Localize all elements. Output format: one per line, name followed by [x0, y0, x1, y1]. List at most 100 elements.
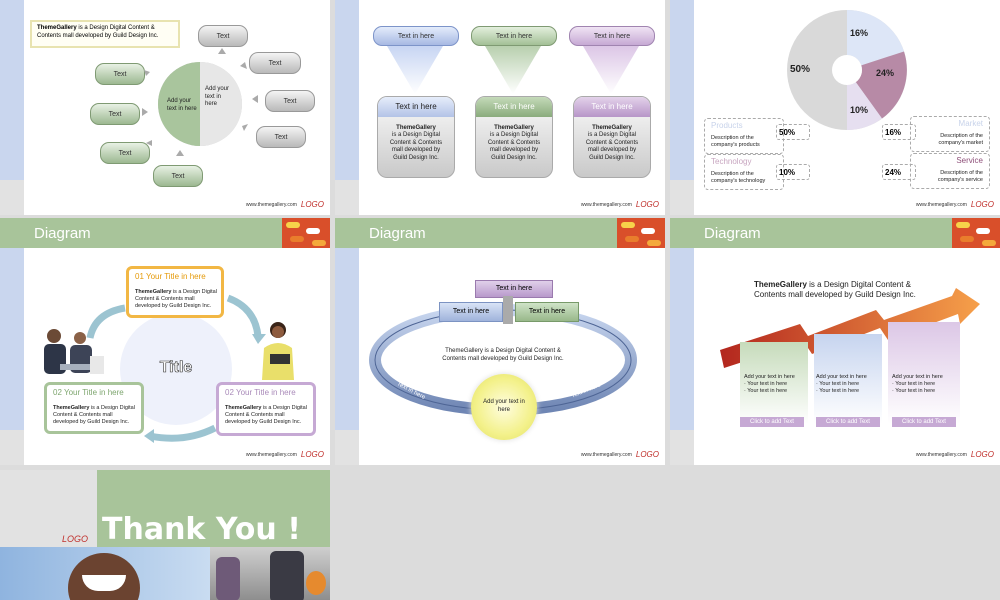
logo: LOGO [300, 200, 324, 209]
logo: LOGO [62, 534, 89, 544]
card-text: is a Design Digital Content & Contents m… [53, 405, 135, 426]
text-pill[interactable]: Text [153, 165, 203, 187]
slide-4-thumbnail[interactable]: Diagram Title 01 Your Title in here Them… [0, 218, 330, 465]
card-body: ThemeGallery is a Design Digital Content… [225, 405, 309, 426]
click-to-add-button[interactable]: Click to add Text [816, 417, 880, 427]
text-pill[interactable]: Text [95, 63, 145, 85]
pct-label-50: 50% [790, 64, 811, 75]
bullet: · Your text in here [816, 388, 860, 395]
arrow-icons [142, 48, 258, 156]
technology-desc: Description of the company's technology [711, 171, 766, 185]
smiling-man-photo [0, 547, 210, 600]
card-body: ThemeGallery is a Design Digital Content… [135, 289, 219, 310]
heading-text: is a Design Digital Content & Contents m… [754, 280, 916, 300]
card-title: 02 Your Title in here [225, 388, 296, 397]
top-box[interactable]: Text in here [475, 280, 553, 298]
right-box[interactable]: Text in here [515, 302, 579, 322]
products-box[interactable]: Products Description of the company's pr… [704, 118, 784, 154]
left-box[interactable]: Text in here [439, 302, 503, 322]
donut-chart [787, 10, 907, 130]
slide-2-thumbnail[interactable]: Text in here Text in here Text in here T… [335, 0, 665, 215]
website-text: www.themegallery.com [580, 451, 632, 458]
slide-header: Diagram [335, 218, 665, 248]
center-right-text: Add your text in here [205, 86, 230, 107]
column-head: Add your text in here [744, 374, 795, 380]
card-brand: ThemeGallery [592, 125, 632, 131]
slide-7-thumbnail[interactable]: Thank You ! LOGO [0, 470, 330, 600]
column-text-2: Add your text in here · Your text in here… [816, 374, 882, 395]
info-card[interactable]: Text in here ThemeGallery is a Design Di… [573, 96, 651, 178]
pct-chip: 24% [882, 164, 916, 180]
header-pill-green[interactable]: Text in here [471, 26, 557, 46]
slide-heading: ThemeGallery is a Design Digital Content… [754, 280, 934, 301]
slide-title: Diagram [704, 225, 761, 242]
market-box[interactable]: Market Description of the company's mark… [910, 116, 990, 152]
slide-header: Diagram [670, 218, 1000, 248]
card-title: Text in here [378, 97, 454, 117]
title-card-02-left[interactable]: 02 Your Title in here ThemeGallery is a … [44, 382, 144, 434]
pct-chip: 16% [882, 124, 916, 140]
text-pill[interactable]: Text [198, 25, 248, 47]
left-stripe [335, 248, 359, 465]
column-head: Add your text in here [816, 374, 867, 380]
website-text: www.themegallery.com [580, 201, 632, 208]
column-green [740, 342, 808, 424]
technology-title: Technology [711, 157, 752, 166]
slide-3-thumbnail[interactable]: 50% 16% 24% 10% Products Description of … [670, 0, 1000, 215]
left-gray-block [0, 470, 97, 547]
card-brand: ThemeGallery [225, 405, 262, 411]
website-text: www.themegallery.com [245, 201, 297, 208]
pct-label-24: 24% [876, 68, 895, 78]
callout-box: ThemeGallery is a Design Digital Content… [30, 20, 180, 48]
text-pill[interactable]: Text [256, 126, 306, 148]
logo: LOGO [300, 450, 324, 459]
service-box[interactable]: Service Description of the company's ser… [910, 153, 990, 189]
callout-text: is a Design Digital Content & Contents m… [37, 25, 159, 39]
left-stripe [670, 0, 694, 215]
click-to-add-button[interactable]: Click to add Text [892, 417, 956, 427]
card-body: is a Design Digital Content & Contents m… [389, 132, 443, 161]
logo: LOGO [970, 200, 994, 209]
left-gray-block [335, 430, 359, 465]
left-stripe [335, 0, 359, 215]
header-pill-blue[interactable]: Text in here [373, 26, 459, 46]
slide-6-thumbnail[interactable]: Diagram ThemeGallery is a Design Digital… [670, 218, 1000, 465]
card-title: Text in here [574, 97, 650, 117]
center-glow-circle[interactable]: Add your text in here [471, 374, 537, 440]
slide-5-thumbnail[interactable]: Diagram Text in here Text in here Text i… [335, 218, 665, 465]
bottles-photo [210, 547, 330, 600]
click-to-add-button[interactable]: Click to add Text [740, 417, 804, 427]
text-pill[interactable]: Text [265, 90, 315, 112]
slide-1-thumbnail[interactable]: ThemeGallery is a Design Digital Content… [0, 0, 330, 215]
pills-photo [282, 218, 330, 248]
info-card[interactable]: Text in here ThemeGallery is a Design Di… [377, 96, 455, 178]
text-pill[interactable]: Text [90, 103, 140, 125]
card-title: 02 Your Title in here [53, 388, 124, 397]
logo: LOGO [635, 200, 659, 209]
info-card[interactable]: Text in here ThemeGallery is a Design Di… [475, 96, 553, 178]
service-title: Service [956, 156, 983, 165]
column-purple [888, 322, 960, 424]
market-desc: Description of the company's market [938, 133, 983, 147]
market-pct: 16% [885, 128, 902, 137]
technology-box[interactable]: Technology Description of the company's … [704, 154, 784, 190]
left-gray-block [335, 180, 359, 215]
products-title: Products [711, 121, 743, 130]
website-text: www.themegallery.com [245, 451, 297, 458]
header-pill-purple[interactable]: Text in here [569, 26, 655, 46]
text-pill[interactable]: Text [100, 142, 150, 164]
card-text: is a Design Digital Content & Contents m… [135, 289, 217, 310]
card-body: ThemeGallery is a Design Digital Content… [53, 405, 137, 426]
card-text: is a Design Digital Content & Contents m… [225, 405, 307, 426]
text-pill[interactable]: Text [249, 52, 301, 74]
card-body: is a Design Digital Content & Contents m… [585, 132, 639, 161]
title-card-01[interactable]: 01 Your Title in here ThemeGallery is a … [126, 266, 224, 318]
website-text: www.themegallery.com [915, 451, 967, 458]
left-gray-block [670, 180, 694, 215]
funnel-triangles [387, 46, 639, 94]
card-title: Text in here [476, 97, 552, 117]
title-card-02-right[interactable]: 02 Your Title in here ThemeGallery is a … [216, 382, 316, 436]
